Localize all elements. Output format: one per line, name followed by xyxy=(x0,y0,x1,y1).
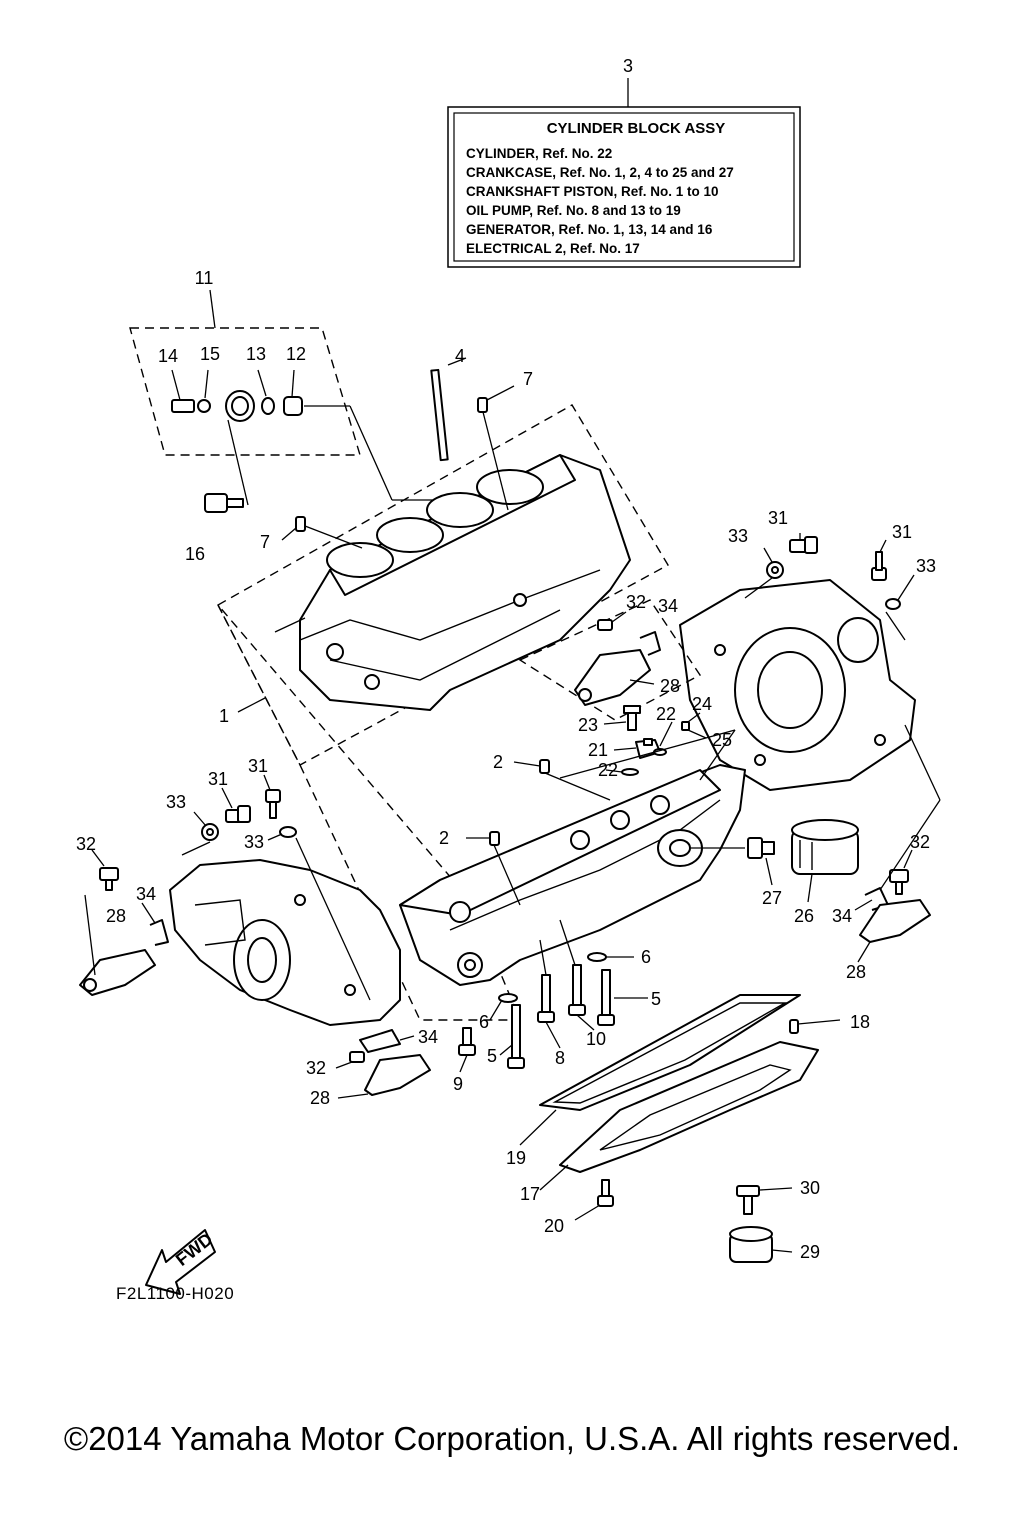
callout-31: 31 xyxy=(768,508,788,528)
callout-12: 12 xyxy=(286,344,306,364)
callout-3: 3 xyxy=(623,56,633,76)
ref-box-line: CRANKCASE, Ref. No. 1, 2, 4 to 25 and 27 xyxy=(466,165,734,180)
left-side-cover xyxy=(169,774,401,1026)
callout-7: 7 xyxy=(260,532,270,552)
callout-10: 10 xyxy=(586,1029,606,1049)
callout-29: 29 xyxy=(800,1242,820,1262)
callout-21: 21 xyxy=(588,740,608,760)
callout-32: 32 xyxy=(76,834,96,854)
callout-6: 6 xyxy=(641,947,651,967)
oil-filter-group xyxy=(747,819,859,903)
callout-13: 13 xyxy=(246,344,266,364)
copyright-notice: ©2014 Yamaha Motor Corporation, U.S.A. A… xyxy=(64,1420,960,1457)
callout-31: 31 xyxy=(892,522,912,542)
ref-box-line: GENERATOR, Ref. No. 1, 13, 14 and 16 xyxy=(466,222,713,237)
callout-14: 14 xyxy=(158,346,178,366)
callout-32: 32 xyxy=(910,832,930,852)
oil-pump-group xyxy=(129,289,450,513)
callout-7: 7 xyxy=(523,369,533,389)
ref-box-line: OIL PUMP, Ref. No. 8 and 13 to 19 xyxy=(466,203,681,218)
callout-1: 1 xyxy=(219,706,229,726)
callout-33: 33 xyxy=(166,792,186,812)
ref-box-line: ELECTRICAL 2, Ref. No. 17 xyxy=(466,241,640,256)
callout-5: 5 xyxy=(651,989,661,1009)
callout-22: 22 xyxy=(598,760,618,780)
callout-22: 22 xyxy=(656,704,676,724)
callout-33: 33 xyxy=(728,526,748,546)
callout-24: 24 xyxy=(692,694,712,714)
callout-28: 28 xyxy=(660,676,680,696)
callout-15: 15 xyxy=(200,344,220,364)
callout-33: 33 xyxy=(916,556,936,576)
callout-30: 30 xyxy=(800,1178,820,1198)
callout-8: 8 xyxy=(555,1048,565,1068)
bracket-group-lower-left xyxy=(335,1029,431,1099)
callout-19: 19 xyxy=(506,1148,526,1168)
callout-31: 31 xyxy=(208,769,228,789)
lower-crankcase xyxy=(399,729,746,986)
callout-2: 2 xyxy=(493,752,503,772)
callout-2: 2 xyxy=(439,828,449,848)
callout-34: 34 xyxy=(418,1027,438,1047)
callout-6: 6 xyxy=(479,1012,489,1032)
crankcase-bolts xyxy=(458,919,648,1073)
callout-11: 11 xyxy=(195,268,214,288)
right-side-cover xyxy=(679,533,916,791)
callout-labels: 11 14 15 13 12 4 7 7 16 1 31 33 31 33 32… xyxy=(76,268,936,1262)
callout-27: 27 xyxy=(762,888,782,908)
callout-20: 20 xyxy=(544,1216,564,1236)
callout-18: 18 xyxy=(850,1012,870,1032)
callout-4: 4 xyxy=(455,346,465,366)
callout-34: 34 xyxy=(832,906,852,926)
callout-34: 34 xyxy=(658,596,678,616)
ref-box-line: CYLINDER, Ref. No. 22 xyxy=(466,146,612,161)
callout-5: 5 xyxy=(487,1046,497,1066)
bracket-group-right xyxy=(854,724,941,963)
diagram-code: F2L1100-H020 xyxy=(116,1284,234,1303)
callout-32: 32 xyxy=(626,592,646,612)
callout-16: 16 xyxy=(185,544,205,564)
crankcase-group-outline xyxy=(217,604,522,1021)
callout-23: 23 xyxy=(578,715,598,735)
callout-17: 17 xyxy=(520,1184,540,1204)
cylinder-block xyxy=(217,357,669,766)
cylinder-block-assy-box: 3 CYLINDER BLOCK ASSY CYLINDER, Ref. No.… xyxy=(447,56,801,268)
bracket-group-left xyxy=(79,849,169,996)
callout-28: 28 xyxy=(846,962,866,982)
callout-31: 31 xyxy=(248,756,268,776)
callout-33: 33 xyxy=(244,832,264,852)
callout-28: 28 xyxy=(106,906,126,926)
callout-25: 25 xyxy=(712,730,732,750)
callout-34: 34 xyxy=(136,884,156,904)
callout-32: 32 xyxy=(306,1058,326,1078)
bracket-group-upper xyxy=(574,611,661,706)
callout-26: 26 xyxy=(794,906,814,926)
ref-box-title: CYLINDER BLOCK ASSY xyxy=(547,120,726,137)
ref-box-line: CRANKSHAFT PISTON, Ref. No. 1 to 10 xyxy=(466,184,719,199)
callout-9: 9 xyxy=(453,1074,463,1094)
callout-28: 28 xyxy=(310,1088,330,1108)
oil-pan-group xyxy=(519,994,841,1263)
